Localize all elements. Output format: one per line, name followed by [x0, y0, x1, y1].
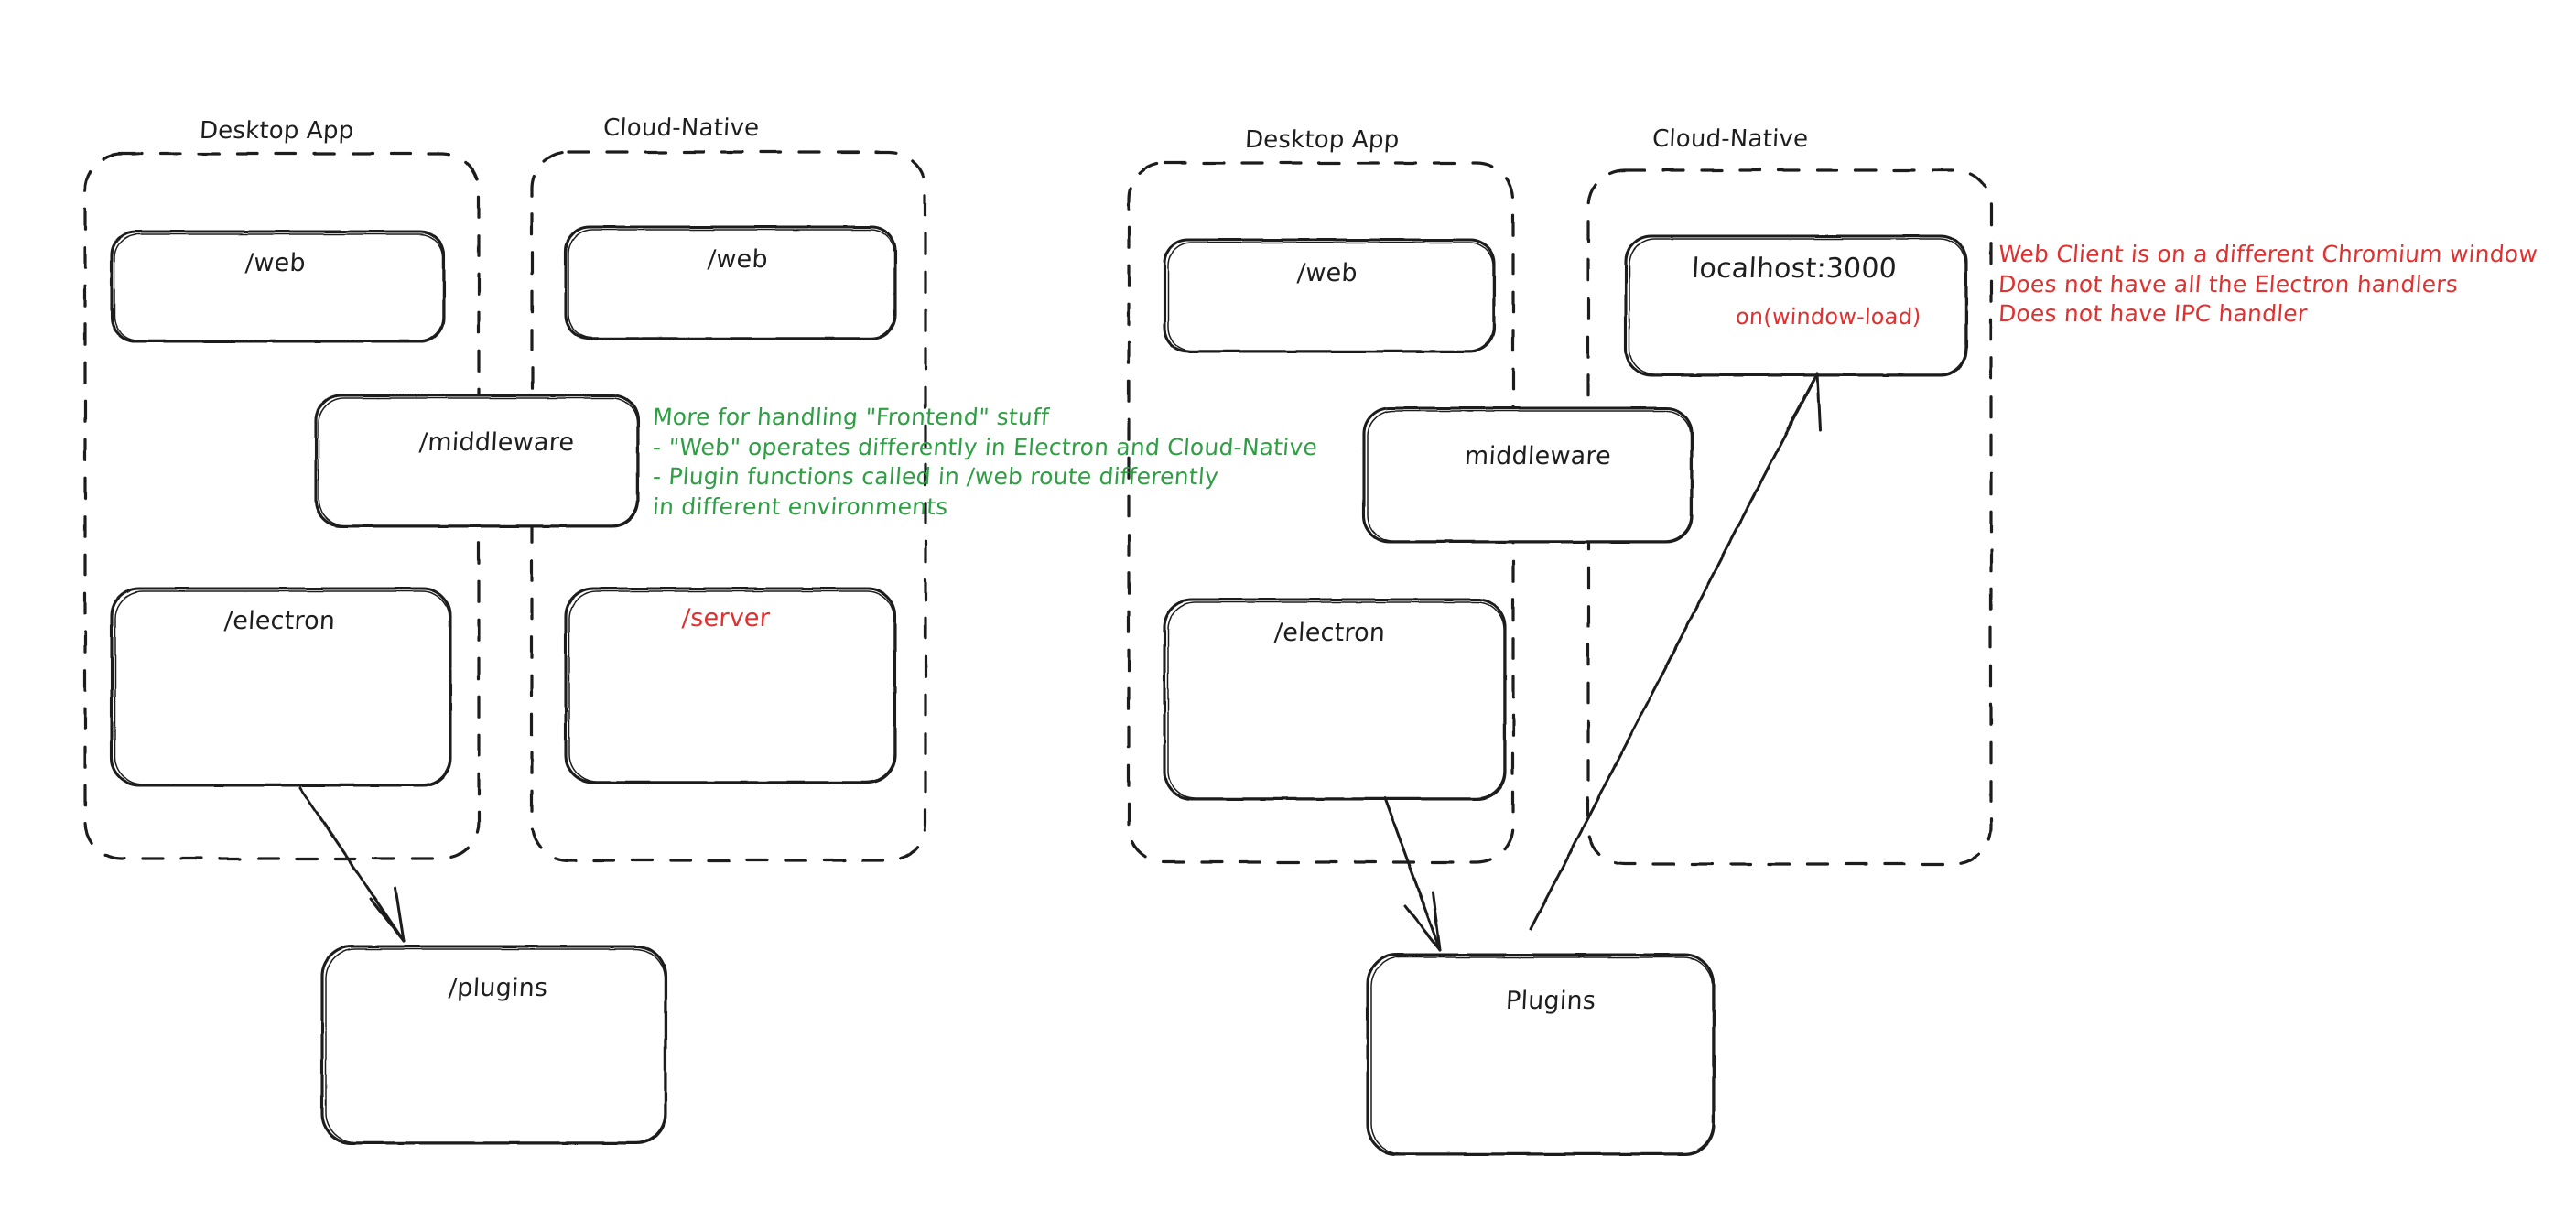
- right-box-plugins-echo: [1370, 956, 1714, 1154]
- arrow-left-electron-to-plugins: [298, 786, 406, 943]
- arrow-right-head-b: [1431, 891, 1442, 952]
- green-note-line-1: More for handling "Frontend" stuff: [652, 404, 1051, 430]
- right-box-label-middleware: middleware: [1464, 442, 1612, 470]
- red-note-line-3: Does not have IPC handler: [1997, 300, 2309, 327]
- left-box-label-web-desktop: /web: [244, 249, 307, 277]
- arrow-localhost-head-a: [1786, 372, 1819, 430]
- left-box-label-plugins: /plugins: [448, 974, 549, 1002]
- left-box-label-web-cloud: /web: [707, 245, 769, 274]
- right-box-middleware-echo: [1367, 410, 1692, 542]
- left-box-label-middleware: /middleware: [418, 428, 576, 457]
- right-group-label-cloud-native: Cloud-Native: [1651, 125, 1810, 153]
- left-box-server-echo: [568, 590, 895, 783]
- left-box-label-server: /server: [681, 604, 771, 632]
- left-box-web-cloud-echo: [568, 229, 895, 339]
- right-group-desktop-app-border: [1127, 161, 1515, 864]
- right-box-sublabel-on-window-load: on(window-load): [1735, 304, 1922, 330]
- left-group-label-desktop-app: Desktop App: [199, 117, 355, 145]
- red-note-line-1: Web Client is on a different Chromium wi…: [1997, 241, 2539, 267]
- right-box-label-localhost: localhost:3000: [1691, 253, 1898, 285]
- arrow-left-head-a: [369, 897, 406, 943]
- green-note-line-2: - "Web" operates differently in Electron…: [652, 433, 1319, 460]
- left-box-label-electron: /electron: [223, 607, 337, 635]
- arrow-localhost-head-b: [1815, 372, 1822, 432]
- right-box-label-plugins: Plugins: [1505, 987, 1596, 1015]
- left-group-label-cloud-native: Cloud-Native: [602, 114, 761, 142]
- arrow-right-electron-to-localhost: [1529, 372, 1819, 931]
- green-note-line-3: - Plugin functions called in /web route …: [652, 463, 1220, 490]
- red-note-line-2: Does not have all the Electron handlers: [1997, 270, 2460, 297]
- right-box-label-web: /web: [1296, 259, 1358, 287]
- green-note-line-4: in different environments: [652, 492, 949, 520]
- left-box-plugins-echo: [325, 948, 666, 1143]
- arrow-right-electron-to-plugins: [1383, 796, 1442, 952]
- right-box-web-echo: [1167, 242, 1494, 351]
- red-note: Web Client is on a different Chromium wi…: [1997, 240, 2539, 330]
- right-box-localhost-echo: [1629, 238, 1966, 375]
- left-box-web-desktop-echo: [114, 233, 444, 341]
- left-group-cloud-native-border: [530, 150, 927, 862]
- right-box-electron-echo: [1167, 601, 1505, 799]
- right-group-label-desktop-app: Desktop App: [1244, 126, 1401, 154]
- arrow-right-head-a: [1403, 904, 1442, 952]
- left-box-electron-echo: [114, 590, 450, 785]
- right-box-label-electron: /electron: [1273, 619, 1387, 647]
- green-note: More for handling "Frontend" stuff - "We…: [652, 403, 1319, 522]
- arrow-left-head-b: [394, 886, 406, 943]
- left-box-middleware-echo: [318, 397, 638, 526]
- right-group-cloud-native-border: [1586, 168, 1993, 866]
